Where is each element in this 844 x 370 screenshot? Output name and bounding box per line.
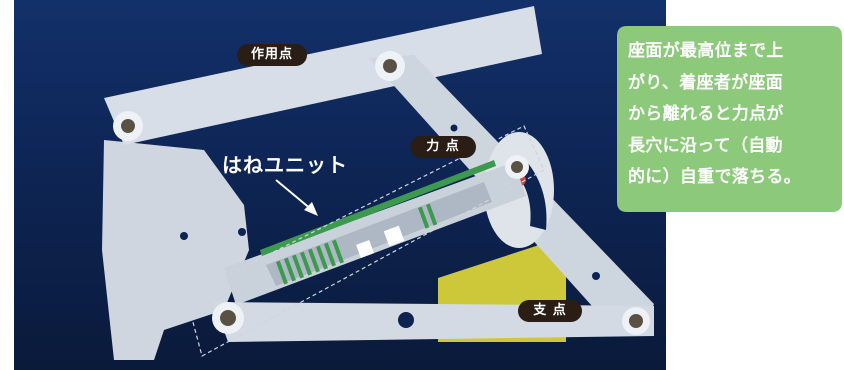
spring-unit-outline bbox=[185, 125, 545, 357]
small-holes bbox=[180, 124, 600, 328]
callout-line-2: がり、着座者が座面 bbox=[628, 72, 784, 93]
label-force-point: 力 点 bbox=[410, 136, 476, 158]
callout-text: 座面が最高位まで上 がり、着座者が座面 から離れると力点が 長穴に沿って（自動 … bbox=[628, 36, 836, 194]
pivot-bottom-left bbox=[212, 302, 244, 334]
pivot-fulcrum bbox=[622, 307, 650, 335]
callout-line-1: 座面が最高位まで上 bbox=[628, 41, 784, 61]
pivot-top-action bbox=[375, 51, 405, 81]
pivot-left-top bbox=[113, 111, 143, 141]
pivot-force bbox=[505, 155, 529, 179]
callout-line-3: から離れると力点が bbox=[628, 104, 784, 124]
label-fulcrum: 支 点 bbox=[518, 300, 582, 322]
spring-coils bbox=[276, 203, 438, 285]
callout-line-5: 的に）自重で落ちる。 bbox=[628, 167, 801, 187]
mechanism-illustration bbox=[14, 0, 666, 370]
square-hole-1 bbox=[356, 240, 374, 258]
bottom-base bbox=[214, 302, 654, 342]
callout-bubble bbox=[617, 26, 842, 212]
top-arm bbox=[104, 6, 542, 145]
label-action-point: 作用点 bbox=[237, 44, 307, 66]
left-bracket-plate bbox=[102, 140, 249, 360]
label-spring-unit: はねユニット bbox=[222, 153, 348, 177]
arrow-icon bbox=[275, 179, 318, 216]
callout-line-4: 長穴に沿って（自動 bbox=[628, 135, 783, 156]
spring-teeth bbox=[260, 160, 496, 256]
square-hole-2 bbox=[383, 225, 405, 247]
